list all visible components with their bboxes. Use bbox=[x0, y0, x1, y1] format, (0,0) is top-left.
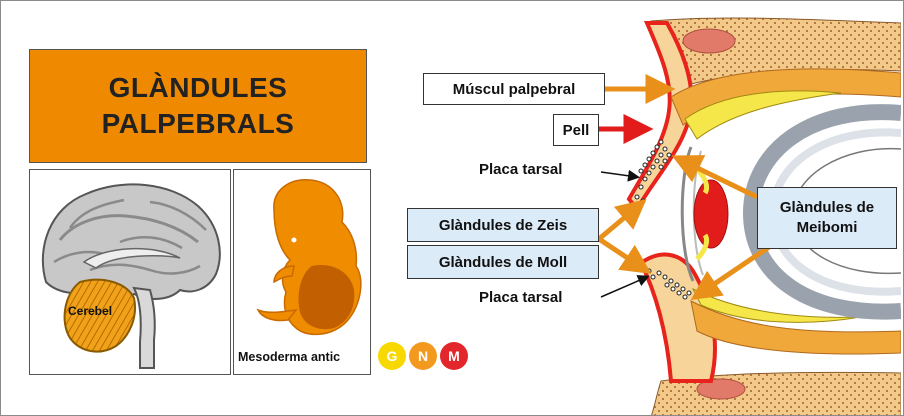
meibomian-label: Glàndules de Meibomi bbox=[757, 187, 897, 249]
lower-meibomian-glands bbox=[646, 268, 692, 300]
meibomian-label-line-1: Glàndules de bbox=[779, 199, 875, 216]
upper-tarsal-pointer bbox=[600, 169, 640, 182]
embryo-panel: Mesoderma antic bbox=[233, 169, 371, 375]
cerebellum bbox=[63, 278, 136, 353]
brain-panel: Cerebel bbox=[29, 169, 231, 375]
lower-tarsal-label: Placa tarsal bbox=[479, 289, 563, 306]
brain-illustration bbox=[41, 183, 221, 369]
logo-letter-g: G bbox=[387, 348, 398, 364]
meibomian-label-line-2: Meibomi bbox=[796, 219, 858, 236]
zeis-label: Glàndules de Zeis bbox=[407, 208, 599, 242]
gnm-logo: G N M bbox=[378, 342, 468, 370]
logo-circle-n bbox=[409, 342, 437, 370]
zeis-arrow-up bbox=[597, 198, 647, 241]
muscle-label: Múscul palpebral bbox=[423, 73, 605, 105]
lower-tarsal-pointer bbox=[600, 275, 650, 298]
title-line-1: GLÀNDULES bbox=[108, 72, 288, 103]
embryo-illustration bbox=[256, 179, 362, 336]
logo-letter-n: N bbox=[418, 348, 428, 364]
eyeball-sclera bbox=[742, 104, 901, 320]
meibomian-arrow-up bbox=[671, 155, 759, 200]
lens bbox=[693, 179, 729, 249]
cerebellum-label: Cerebel bbox=[68, 304, 113, 318]
moll-label: Glàndules de Moll bbox=[407, 245, 599, 279]
embryo-label: Mesoderma antic bbox=[238, 350, 341, 364]
title-box: GLÀNDULES PALPEBRALS bbox=[29, 49, 367, 163]
eyelid-cross-section bbox=[626, 17, 901, 415]
title-line-2: PALPEBRALS bbox=[101, 108, 295, 139]
zeis-arrow-down bbox=[597, 236, 652, 274]
skin-label: Pell bbox=[553, 114, 599, 146]
mesoderm-region bbox=[298, 265, 355, 330]
logo-letter-m: M bbox=[448, 348, 460, 364]
brainstem bbox=[132, 286, 156, 369]
meibomian-arrow-down bbox=[690, 244, 771, 301]
logo-circle-m bbox=[440, 342, 468, 370]
upper-tarsal-label: Placa tarsal bbox=[479, 161, 563, 178]
logo-circle-g bbox=[378, 342, 406, 370]
